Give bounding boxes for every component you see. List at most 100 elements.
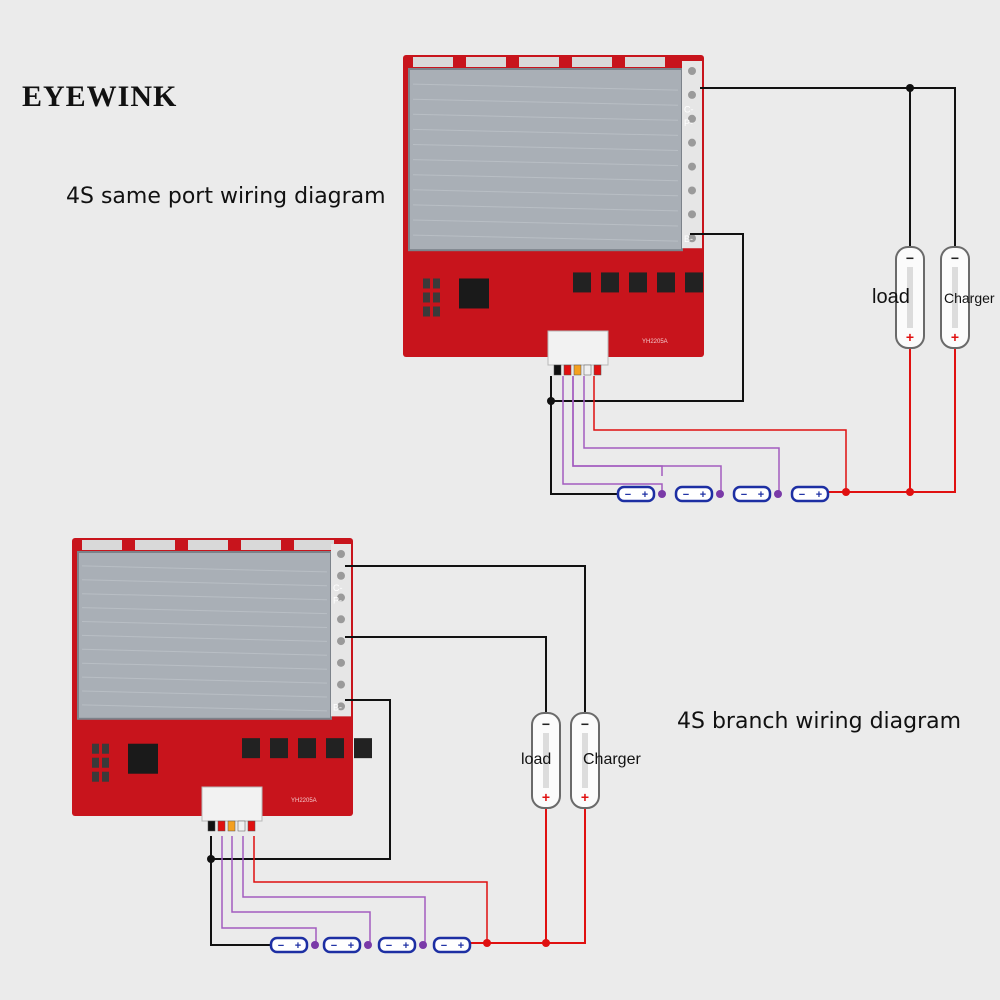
cell-minus: − (331, 940, 337, 952)
connector-housing (201, 786, 263, 822)
terminal-hole (688, 162, 696, 171)
cell-minus: − (386, 940, 392, 952)
port-label: P- (684, 118, 693, 128)
port-label: P- (333, 595, 342, 605)
charger-label: Charger (944, 290, 995, 306)
smd-part (92, 771, 99, 782)
balance-connector-1 (547, 330, 609, 376)
wire-battery-negative-bottom (210, 836, 270, 946)
heatsink-brush (81, 704, 328, 712)
load-label: load (521, 751, 551, 768)
port-label: B- (333, 702, 342, 712)
heatsink-brush (81, 662, 328, 670)
wire-p-negative-bottom (345, 636, 547, 715)
smd-part (433, 306, 440, 317)
heatsink-brush (81, 634, 328, 642)
cell-body (432, 936, 472, 954)
cell-minus: − (278, 940, 284, 952)
mosfet (242, 738, 260, 759)
balance-wire-1 (562, 376, 663, 494)
mosfet (270, 738, 288, 759)
smd-part (102, 757, 109, 768)
balance-wire-4-bottom (253, 836, 488, 945)
device-stripe (907, 267, 913, 328)
wire-b-negative-top (551, 233, 744, 402)
heatsink (77, 551, 332, 720)
charger-label: Charger (583, 751, 641, 768)
wire-positive-charger-top (826, 344, 956, 493)
balance-wire-1b (572, 376, 663, 476)
device-stripe (952, 267, 958, 328)
terminal-hole (688, 138, 696, 147)
port-label: B- (684, 234, 693, 244)
ic-chip (459, 278, 489, 309)
terminal-hole (337, 593, 345, 602)
smd-part (423, 278, 430, 289)
heatsink-brush (412, 204, 679, 212)
mosfet (601, 272, 619, 293)
cell-body (616, 485, 656, 503)
balance-wire-3-bottom (242, 836, 426, 945)
heatsink-brush (412, 98, 679, 106)
heatsink-brush (81, 676, 328, 684)
heatsink-brush (81, 593, 328, 601)
cell-junction-dot (419, 941, 427, 949)
heatsink-brush (81, 648, 328, 656)
cell-body (269, 936, 309, 954)
board-model: YH2205A (291, 798, 317, 804)
cell-body (732, 485, 772, 503)
terminal-hole (337, 637, 345, 646)
junction-dot (842, 488, 850, 496)
heatsink-brush (81, 690, 328, 698)
device-minus: − (581, 716, 589, 732)
smd-part (423, 292, 430, 303)
terminal-hole (337, 702, 345, 711)
junction-dot (906, 488, 914, 496)
heatsink-brush (81, 565, 328, 573)
battery-cell-2-1: −+ (269, 936, 309, 954)
device-minus: − (906, 250, 914, 266)
caption-same-port: 4S same port wiring diagram (66, 184, 386, 209)
cell-plus: + (642, 489, 648, 501)
terminal-hole (337, 658, 345, 667)
top-tab (135, 540, 175, 550)
connector-pin (583, 364, 592, 376)
cell-plus: + (816, 489, 822, 501)
top-tab (572, 57, 612, 67)
device-plus: + (542, 789, 550, 805)
terminal-hole (688, 67, 696, 75)
device-minus: − (542, 716, 550, 732)
terminal-hole (337, 615, 345, 624)
wire-c-negative-bottom (345, 565, 586, 715)
battery-cell-1-3: −+ (732, 485, 772, 503)
connector-pin (237, 820, 246, 832)
top-tab (519, 57, 559, 67)
cell-junction-dot (774, 490, 782, 498)
terminal-strip (682, 61, 702, 249)
bms-board-1: C-P-B-YH2205A (403, 55, 704, 357)
smd-part (433, 292, 440, 303)
top-tab (625, 57, 665, 67)
junction-dot (542, 939, 550, 947)
smd-part (423, 306, 430, 317)
cell-junction-dot (311, 941, 319, 949)
balance-wire-2-bottom (231, 836, 371, 945)
heatsink-brush (412, 189, 679, 197)
junction-dot (483, 939, 491, 947)
cell-plus: + (295, 940, 301, 952)
connector-pin (227, 820, 236, 832)
terminal-hole (337, 680, 345, 689)
top-tab (188, 540, 228, 550)
mosfet (629, 272, 647, 293)
heatsink-brush (412, 234, 679, 242)
caption-branch: 4S branch wiring diagram (677, 709, 962, 734)
cell-body (790, 485, 830, 503)
balance-wire-3 (583, 376, 780, 494)
connector-pin (563, 364, 572, 376)
battery-cell-2-4: −+ (432, 936, 472, 954)
ic-chip (128, 743, 158, 774)
charger-device-1: −+Charger (940, 246, 995, 349)
mosfet (657, 272, 675, 293)
terminal-hole (688, 90, 696, 99)
terminal-hole (337, 550, 345, 558)
